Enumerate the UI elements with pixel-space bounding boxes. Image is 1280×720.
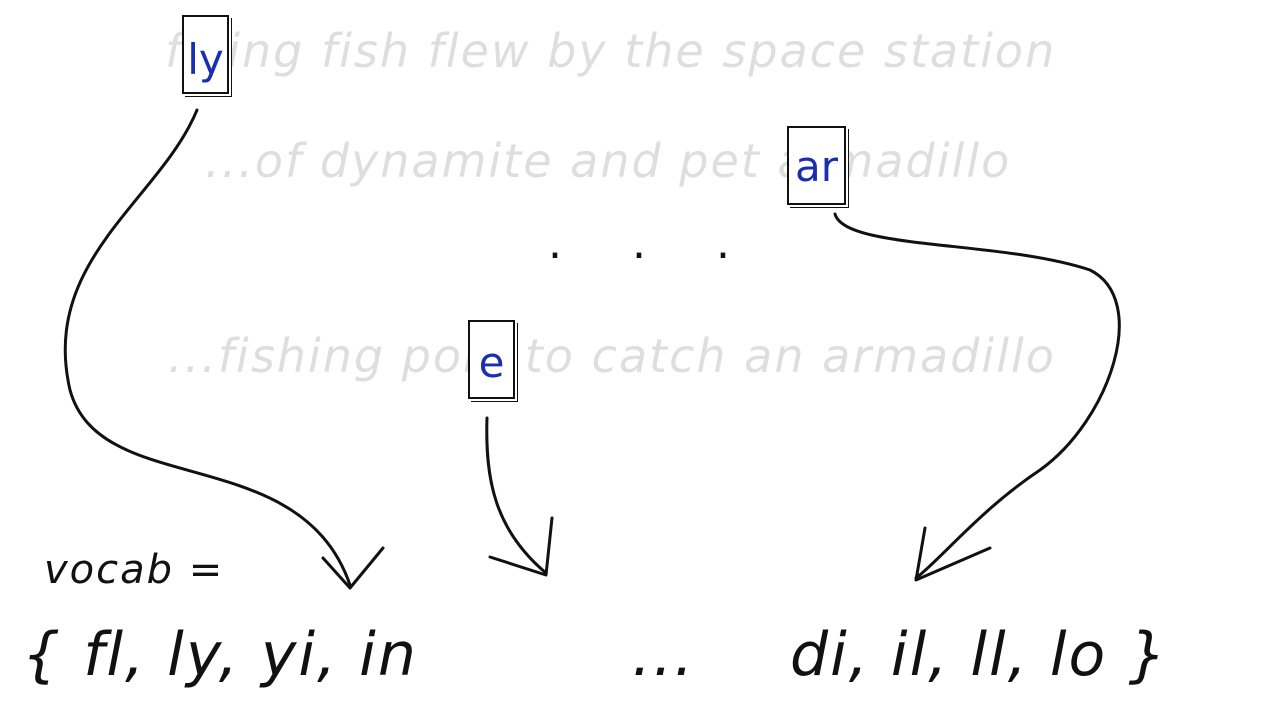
vocab-list-right: di, il, ll, lo } [790,620,1169,690]
highlight-text-e: e [478,338,505,387]
arrow-e-to-vocab [485,416,548,575]
sentence-1: flying fish flew by the space station [165,24,1057,78]
vocab-list-left: { fl, ly, yi, in [22,620,418,690]
arrowhead-e [488,516,554,577]
arrowhead-ar [914,526,992,582]
sentence-2: ...of dynamite and pet armadillo [205,134,1012,188]
highlight-text-ar: ar [794,142,838,191]
vocab-label: vocab = [44,547,225,593]
arrowhead-ly [321,546,385,590]
highlight-box-ar: ar [787,126,846,205]
arrow-ar-to-vocab [833,212,1121,580]
arrow-ly-to-vocab [63,108,352,587]
ellipsis-middle: . . . [548,218,758,269]
highlight-box-ly: ly [182,15,229,94]
sentence-3: ...fishing pole to catch an armadillo [168,329,1056,383]
highlight-box-e: e [468,320,515,399]
highlight-text-ly: ly [187,35,224,84]
vocab-list-ellipsis: ... [632,620,696,690]
